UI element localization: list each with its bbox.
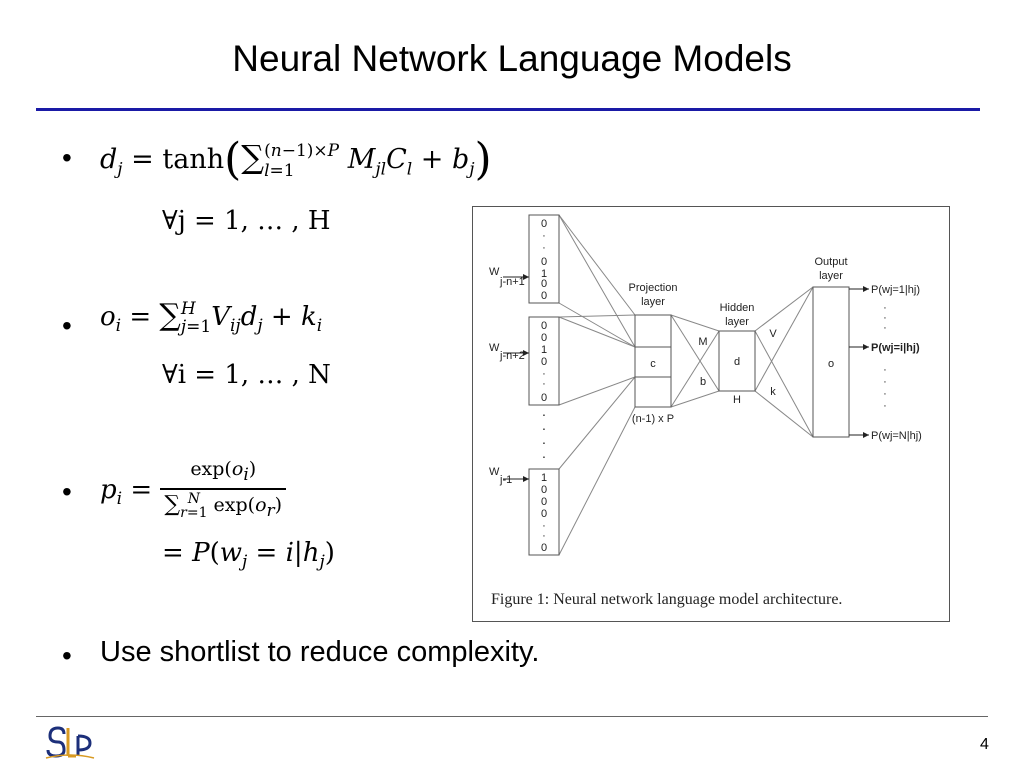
svg-text:1: 1	[541, 344, 547, 356]
projection-label-1: Projection	[629, 282, 678, 294]
output-prob-N: P(wj=N|hj)	[871, 430, 922, 442]
footer-divider	[36, 716, 988, 717]
svg-text:·: ·	[883, 364, 887, 376]
hidden-label-1: Hidden	[720, 302, 755, 314]
svg-text:0: 0	[541, 332, 547, 344]
projection-layer-box	[634, 314, 672, 408]
svg-text:·: ·	[542, 406, 547, 422]
output-prob-1: P(wj=1|hj)	[871, 284, 920, 296]
hidden-label-2: layer	[725, 316, 749, 328]
svg-text:·: ·	[542, 242, 546, 254]
svg-text:·: ·	[542, 368, 546, 380]
page-number: 4	[980, 736, 989, 753]
bullet-dot: •	[62, 142, 72, 173]
output-prob-i: P(wj=i|hj)	[871, 342, 920, 354]
nnlm-architecture-figure: 0 · · 0 1 0 0 0 0 1 0 · · 0 1 0 0 0 · · …	[472, 206, 950, 622]
svg-text:0: 0	[541, 392, 547, 404]
svg-text:0: 0	[541, 256, 547, 268]
svg-text:0: 0	[541, 278, 547, 290]
input-label-2: W	[489, 342, 500, 354]
input1-value: 0	[541, 218, 547, 230]
bullet-dot: •	[62, 310, 72, 341]
equation-probability: = P(wj = i|hj)	[162, 538, 335, 573]
svg-text:j-n+1: j-n+1	[499, 276, 525, 288]
svg-text:0: 0	[541, 496, 547, 508]
projection-size: (n-1) x P	[632, 413, 674, 425]
input-label-3: W	[489, 466, 500, 478]
svg-text:1: 1	[541, 472, 547, 484]
equation-output-range: ∀i = 1, … , N	[162, 360, 331, 390]
svg-text:0: 0	[541, 508, 547, 520]
output-label-1: Output	[814, 256, 847, 268]
svg-text:·: ·	[542, 378, 546, 390]
node-o: o	[828, 358, 834, 370]
output-label-2: layer	[819, 270, 843, 282]
weight-V: V	[769, 328, 777, 340]
svg-text:0: 0	[541, 542, 547, 554]
equation-hidden-range: ∀j = 1, … , H	[162, 206, 331, 236]
svg-text:·: ·	[883, 400, 887, 412]
svg-text:·: ·	[883, 322, 887, 334]
slide-title: Neural Network Language Models	[232, 38, 792, 79]
figure-caption: Figure 1: Neural network language model …	[491, 591, 843, 608]
svg-text:·: ·	[883, 388, 887, 400]
svg-text:·: ·	[542, 420, 547, 436]
svg-text:·: ·	[542, 520, 546, 532]
svg-text:·: ·	[883, 302, 887, 314]
node-d: d	[734, 356, 740, 368]
slp-logo	[44, 722, 96, 767]
bullet-text-shortlist: Use shortlist to reduce complexity.	[100, 636, 540, 668]
output-layer-box	[812, 286, 850, 438]
svg-text:j-n+2: j-n+2	[499, 350, 525, 362]
input-label-1: W	[489, 266, 500, 278]
svg-text:·: ·	[883, 376, 887, 388]
architecture-diagram: 0 · · 0 1 0 0 0 0 1 0 · · 0 1 0 0 0 · · …	[489, 214, 922, 556]
svg-text:·: ·	[542, 434, 547, 450]
weight-M: M	[698, 336, 707, 348]
svg-text:·: ·	[542, 230, 546, 242]
bullet-dot: •	[62, 640, 72, 671]
bullet-dot: •	[62, 476, 72, 507]
node-c: c	[650, 358, 656, 370]
hidden-size: H	[733, 394, 741, 406]
svg-text:·: ·	[542, 448, 547, 464]
title-divider	[36, 108, 980, 111]
projection-label-2: layer	[641, 296, 665, 308]
svg-text:·: ·	[883, 312, 887, 324]
svg-text:·: ·	[542, 530, 546, 542]
svg-text:0: 0	[541, 356, 547, 368]
weight-b: b	[700, 376, 706, 388]
svg-text:0: 0	[541, 484, 547, 496]
svg-text:1: 1	[541, 268, 547, 280]
svg-text:j-1: j-1	[499, 474, 512, 486]
svg-text:0: 0	[541, 290, 547, 302]
hidden-layer-box	[718, 330, 756, 392]
weight-k: k	[770, 386, 776, 398]
svg-text:0: 0	[541, 320, 547, 332]
